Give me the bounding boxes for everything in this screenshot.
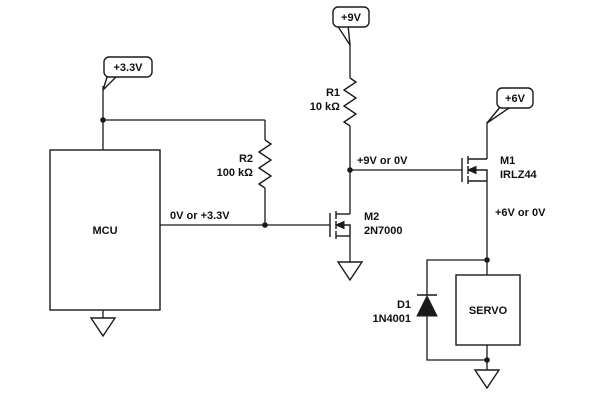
nmos-arrow — [466, 165, 477, 175]
mcu-label: MCU — [92, 225, 117, 237]
m1-source-net-label: +6V or 0V — [495, 207, 546, 219]
flag-box — [103, 56, 153, 78]
v9-label: +9V — [341, 12, 362, 24]
m2-ref-label: M2 — [364, 211, 379, 223]
flag-tail — [335, 24, 351, 46]
wire — [426, 259, 487, 295]
r2-value-label: 100 kΩ — [217, 167, 254, 179]
v33-label: +3.3V — [113, 62, 143, 74]
power-flag-3v3: +3.3V — [102, 56, 153, 91]
servo-box — [455, 274, 521, 346]
resistor-zigzag — [342, 77, 358, 127]
junction-dot — [347, 167, 353, 173]
flag-box — [332, 6, 370, 28]
servo-component: SERVO — [455, 274, 521, 346]
m2-drain-net-label: +9V or 0V — [357, 155, 408, 167]
ground-icon — [336, 261, 364, 282]
ground-icon — [473, 369, 501, 390]
servo-label: SERVO — [469, 305, 508, 317]
power-flag-6v: +6V — [486, 87, 534, 124]
junction-dots — [100, 117, 490, 363]
m1-value-label: IRLZ44 — [500, 169, 538, 181]
diode-d1-symbol: D1 1N4001 — [372, 294, 438, 325]
flag-box — [496, 87, 534, 109]
resistor-zigzag — [257, 139, 273, 189]
v6-label: +6V — [505, 93, 526, 105]
resistor-r1: R1 10 kΩ — [310, 77, 358, 127]
mcu-component: MCU — [49, 149, 161, 311]
junction-dot — [262, 222, 268, 228]
resistor-r2: R2 100 kΩ — [217, 139, 273, 189]
m2-value-label: 2N7000 — [364, 225, 403, 237]
nmos-m2-symbol: M2 2N7000 — [329, 211, 403, 239]
d1-value-label: 1N4001 — [372, 313, 411, 325]
mcu-output-net-label: 0V or +3.3V — [170, 210, 230, 222]
mcu-box — [49, 149, 161, 311]
nmos-m1-symbol: M1 IRLZ44 — [461, 155, 538, 184]
wire-segments — [102, 44, 488, 370]
r1-ref-label: R1 — [326, 87, 340, 99]
junction-dot — [484, 357, 490, 363]
wire — [426, 315, 487, 361]
net-labels: 0V or +3.3V +9V or 0V +6V or 0V — [170, 155, 546, 222]
r1-value-label: 10 kΩ — [310, 101, 340, 113]
power-flag-9v: +9V — [332, 6, 370, 46]
r2-ref-label: R2 — [239, 153, 253, 165]
d1-ref-label: D1 — [397, 299, 411, 311]
m1-ref-label: M1 — [500, 155, 515, 167]
ground-icons — [89, 261, 501, 390]
junction-dot — [100, 117, 106, 123]
junction-dot — [484, 257, 490, 263]
nmos-arrow — [334, 220, 345, 230]
diode-triangle — [416, 294, 438, 317]
ground-icon — [89, 317, 117, 338]
